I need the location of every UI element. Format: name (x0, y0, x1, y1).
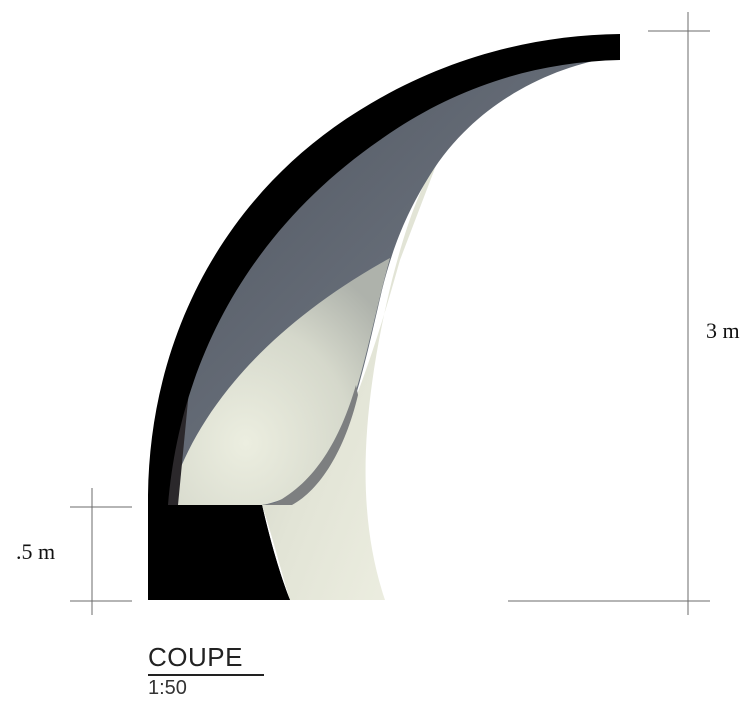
caption-title: COUPE (148, 642, 264, 676)
dim-base-label: .5 m (16, 539, 55, 564)
lobe-edge (262, 385, 358, 505)
caption-scale: 1:50 (148, 677, 187, 699)
dim-total-label: 3 m (706, 318, 740, 343)
lower-surface (262, 155, 440, 600)
base-block (148, 505, 290, 600)
